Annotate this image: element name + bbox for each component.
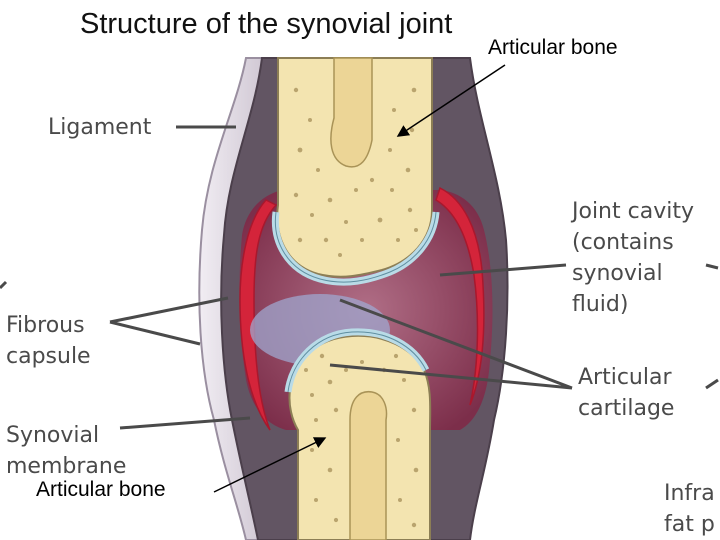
leader-lines xyxy=(0,125,719,430)
callout-articular-bone-top: Articular bone xyxy=(488,36,618,59)
top-callout-arrow xyxy=(396,64,506,137)
diagram-title: Structure of the synovial joint xyxy=(80,8,453,40)
callout-articular-bone-bottom: Articular bone xyxy=(36,478,166,501)
label-ligament: Ligament xyxy=(48,115,152,140)
synovial-membrane-right xyxy=(435,186,485,406)
upper-marrow xyxy=(330,57,373,168)
lower-marrow xyxy=(349,390,388,540)
bottom-callout-arrow xyxy=(213,437,327,493)
label-synovial-membrane: Synovial membrane xyxy=(6,423,127,479)
label-infrapatellar-fat-pad: Infra fat p xyxy=(664,481,715,537)
label-articular-cartilage: Articular cartilage xyxy=(578,365,675,421)
label-joint-cavity: Joint cavity (contains synovial fluid) xyxy=(572,199,694,317)
synovial-membrane-left xyxy=(239,199,278,431)
label-fibrous-capsule: Fibrous capsule xyxy=(6,313,91,369)
